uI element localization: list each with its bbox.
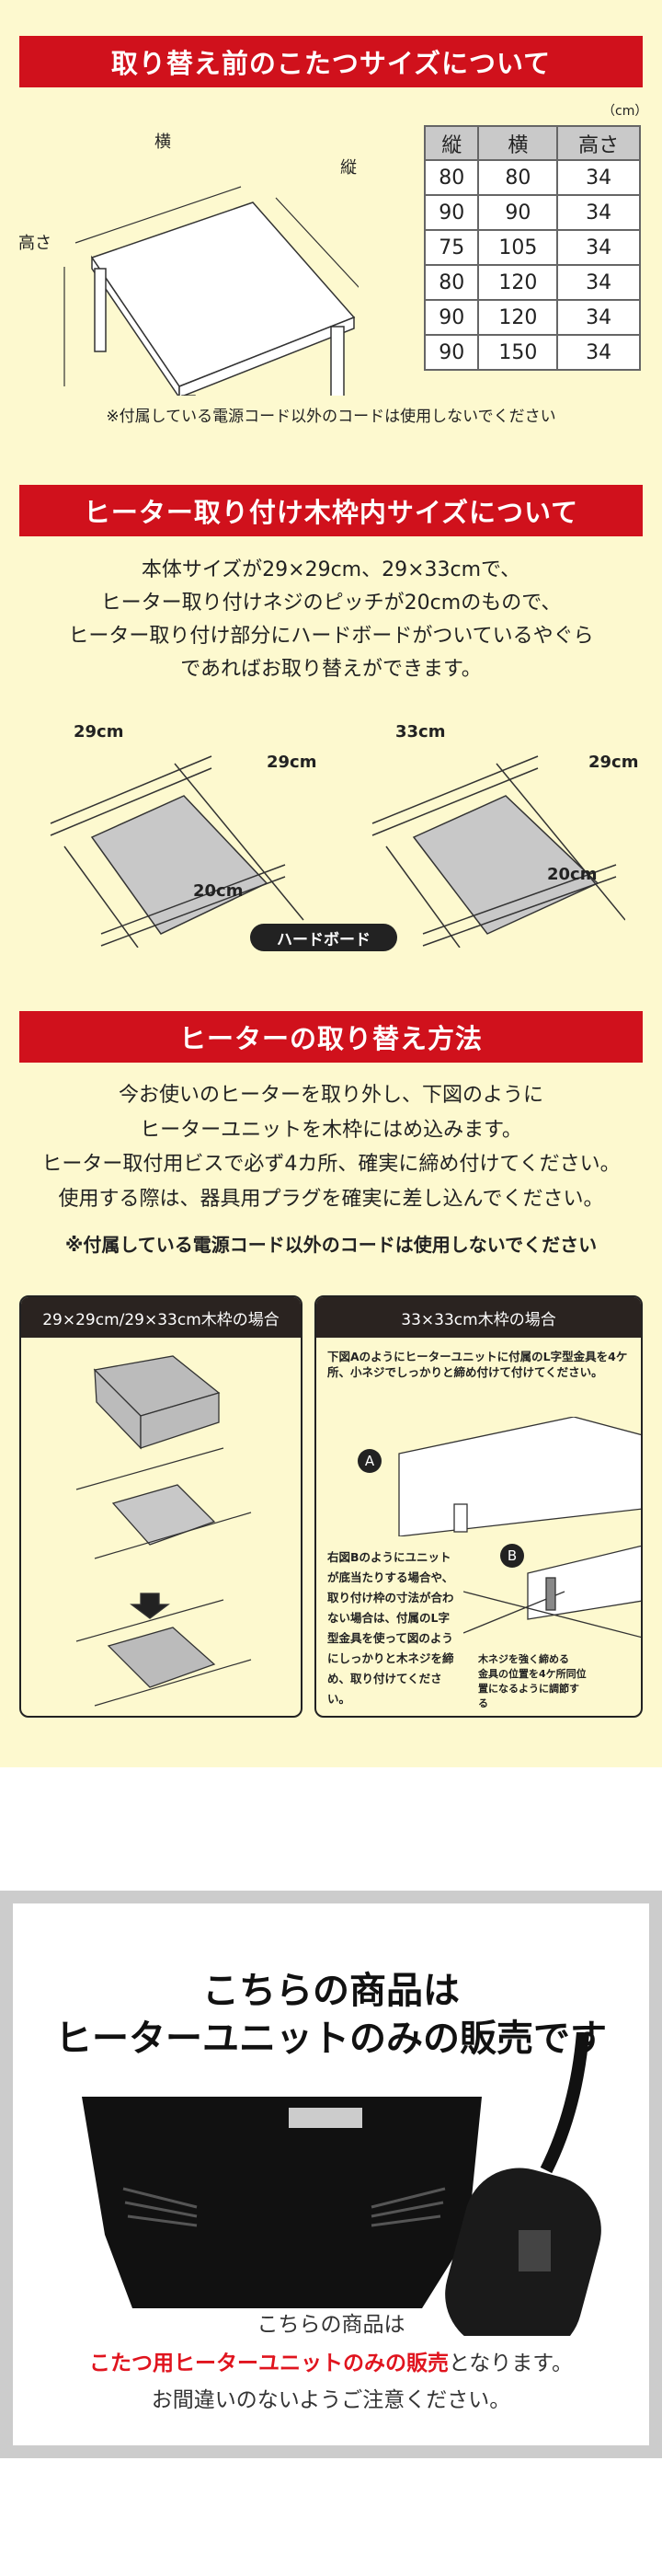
kotatsu-table-illustration: [63, 186, 359, 396]
heater-unit-photo: [82, 2032, 601, 2336]
bracket-b-illustration: [463, 1546, 641, 1639]
frame-size-description: 本体サイズが29×29cm、29×33cmで、 ヒーター取り付けネジのピッチが2…: [68, 558, 594, 681]
right-pitch-dimension: 20cm: [547, 865, 598, 884]
panel-title: 29×29cm/29×33cm木枠の場合: [21, 1297, 301, 1338]
notice-line-3: お間違いのないようご注意ください。: [151, 2388, 511, 2412]
heater-install-illustration: [75, 1355, 252, 1707]
left-top-dimension: 29cm: [74, 722, 124, 742]
label-depth: 縦: [340, 158, 357, 178]
callout-tighten-screw: 木ネジを強く締める: [478, 1653, 569, 1665]
notice-line-2: こたつ用ヒーターユニットのみの販売となります。: [88, 2352, 573, 2375]
notice-title-1: こちらの商品は: [202, 1970, 460, 2012]
cord-warning: ※付属している電源コード以外のコードは使用しないでください: [64, 1234, 598, 1256]
label-width: 横: [154, 132, 171, 152]
header-depth: 縦: [423, 125, 480, 161]
header-width: 横: [477, 125, 559, 161]
section-banner-kotatsu-size: 取り替え前のこたつサイズについて: [19, 36, 643, 87]
frame-diagrams: [50, 755, 625, 948]
unit-label: （cm）: [602, 104, 648, 119]
header-height: 高さ: [556, 125, 641, 161]
callout-adjust-position: 金具の位置を4ケ所同位置になるように調節する: [478, 1668, 587, 1709]
section-banner-frame-size: ヒーター取り付け木枠内サイズについて: [19, 485, 643, 536]
panel-29-frame: 29×29cm/29×33cm木枠の場合: [19, 1295, 302, 1718]
instruction-b: 右図Bのようにユニットが底当たりする場合や、取り付け枠の寸法が合わない場合は、付…: [327, 1550, 454, 1706]
figure-b-marker: B: [500, 1544, 524, 1568]
cord-note: ※付属している電源コード以外のコードは使用しないでください: [106, 408, 556, 426]
bracket-a-illustration: [398, 1417, 641, 1536]
product-notice-box: こちらの商品は ヒーターユニットのみの販売です こちらの商品は こたつ用ヒーター…: [0, 1891, 662, 2458]
figure-a-marker: A: [358, 1449, 382, 1473]
hardboard-label: ハードボード: [250, 924, 397, 951]
right-top-dimension: 33cm: [395, 722, 446, 742]
right-side-dimension: 29cm: [588, 753, 639, 772]
panel-33-frame: 33×33cm木枠の場合 下図Aのようにヒーターユニットに付属のL字型金具を4ケ…: [314, 1295, 643, 1718]
panel-title: 33×33cm木枠の場合: [316, 1297, 641, 1338]
left-side-dimension: 29cm: [267, 753, 317, 772]
replacement-description: 今お使いのヒーターを取り外し、下図のように ヒーターユニットを木枠にはめ込みます…: [41, 1084, 621, 1211]
instruction-a: 下図Aのようにヒーターユニットに付属のL字型金具を4ケ所、小ネジでしっかりと締め…: [327, 1350, 628, 1379]
notice-line-1: こちらの商品は: [257, 2313, 405, 2337]
notice-highlight: こたつ用ヒーターユニットのみの販売: [88, 2352, 449, 2375]
label-height: 高さ: [18, 234, 51, 253]
section-banner-replacement-method: ヒーターの取り替え方法: [19, 1011, 643, 1063]
notice-title-2: ヒーターユニットのみの販売です: [55, 2018, 607, 2060]
left-pitch-dimension: 20cm: [193, 881, 244, 901]
